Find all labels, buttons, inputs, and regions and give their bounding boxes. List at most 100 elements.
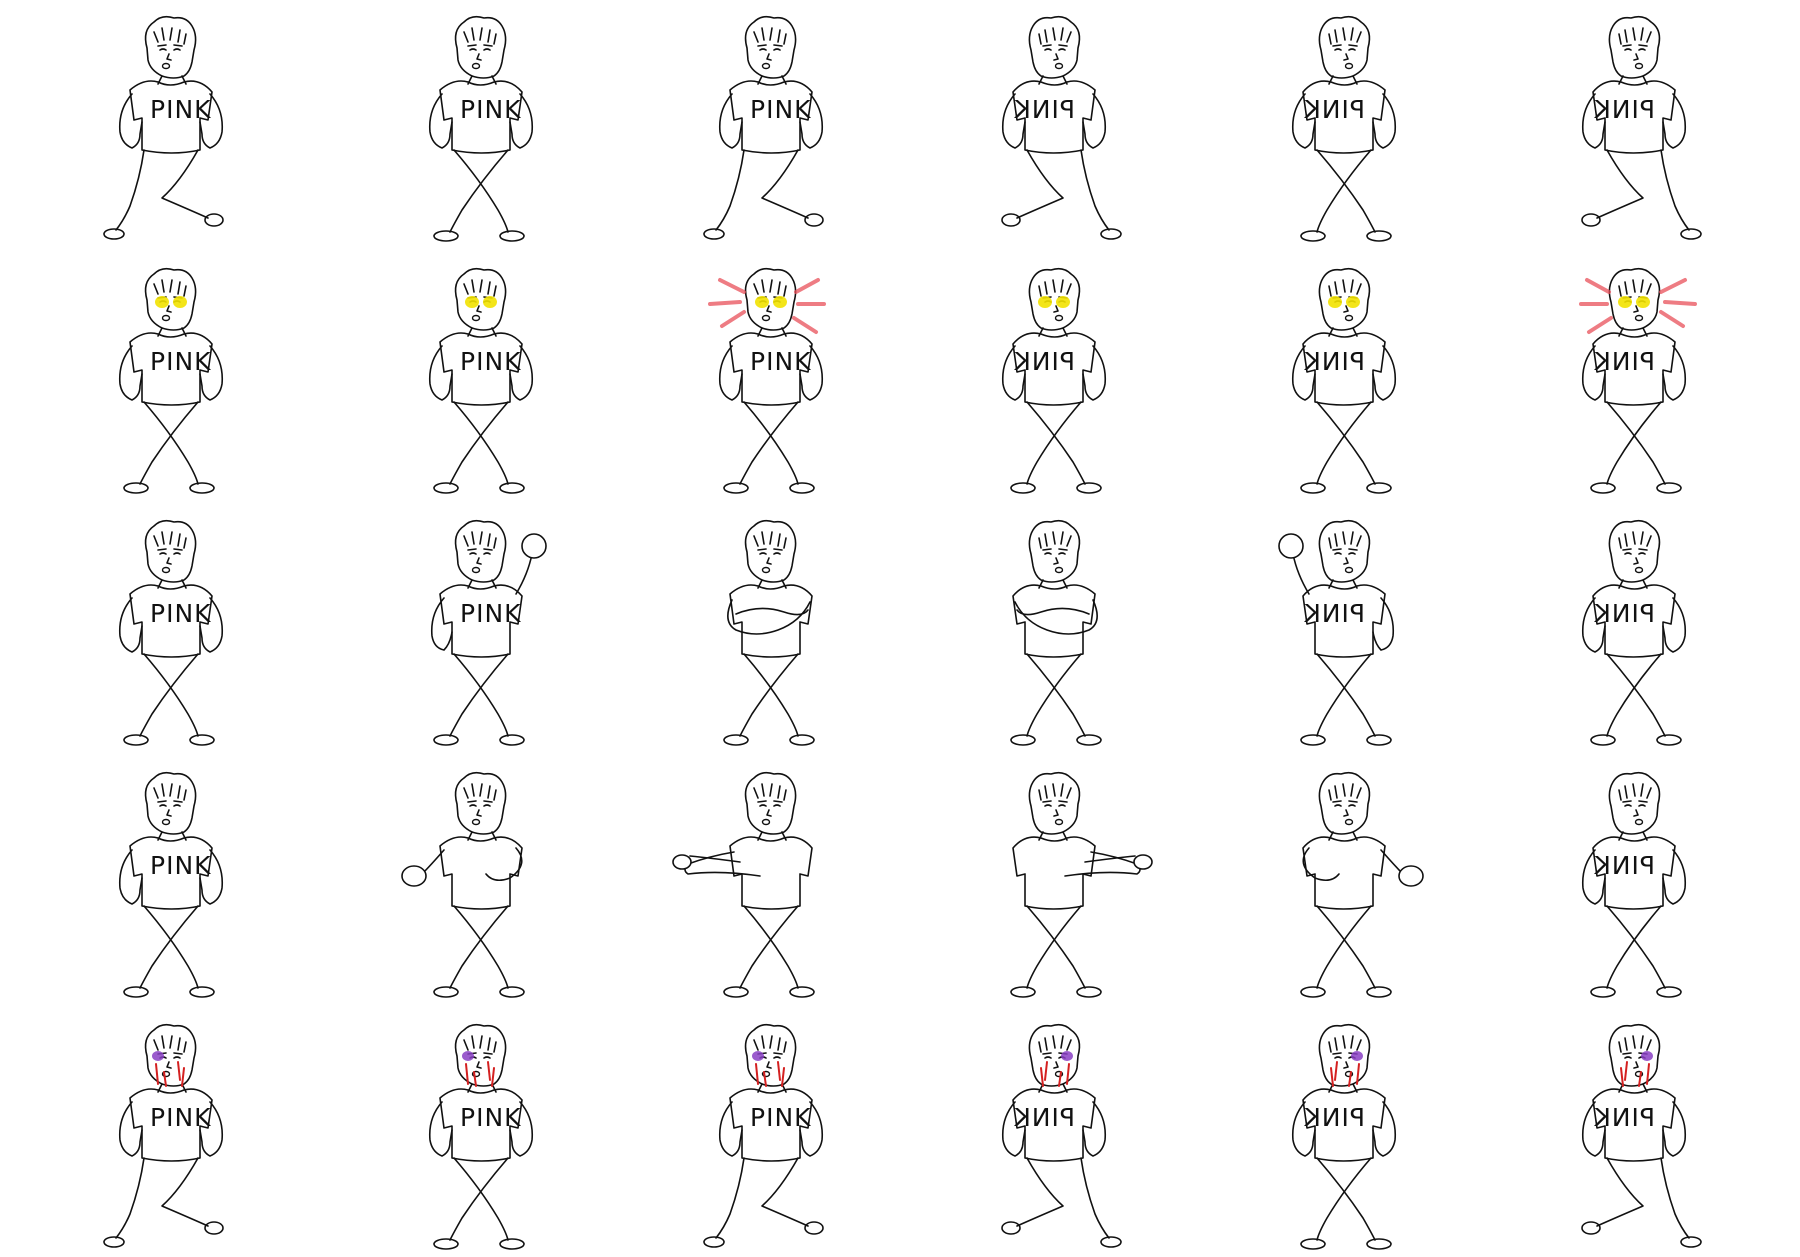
shirt-outline xyxy=(1012,332,1096,406)
nose xyxy=(766,557,772,565)
shirt-outline xyxy=(1302,80,1386,154)
cross-leg-b xyxy=(139,905,199,989)
right-foot xyxy=(1300,230,1326,242)
shirt-text: PINK xyxy=(1593,95,1655,124)
eyes xyxy=(159,804,181,807)
right-foot xyxy=(1300,986,1326,998)
right-arm xyxy=(509,93,534,149)
back-foot xyxy=(103,228,125,240)
right-arm xyxy=(199,597,224,653)
right-foot xyxy=(1300,482,1326,494)
character-sprite: PINK xyxy=(428,267,534,494)
eyebrows xyxy=(1622,548,1648,551)
glowing-eye-left xyxy=(1056,296,1070,308)
hair-strands xyxy=(1618,1035,1652,1053)
front-leg xyxy=(161,149,209,219)
nose xyxy=(1343,53,1349,61)
left-arm xyxy=(118,1101,143,1157)
shirt-outline xyxy=(729,1088,813,1162)
cross-leg-b xyxy=(139,653,199,737)
head-outline xyxy=(144,519,197,583)
back-fist xyxy=(401,865,427,887)
character-figure: PINK xyxy=(118,519,224,746)
character-figure xyxy=(1010,519,1102,746)
eyebrows xyxy=(1332,800,1358,803)
cross-leg-a xyxy=(143,905,199,989)
cross-leg-b xyxy=(1316,1157,1376,1241)
back-foot xyxy=(103,1236,125,1248)
character-sprite: PINK xyxy=(1581,1023,1702,1248)
mouth xyxy=(1344,566,1354,574)
eyebrows xyxy=(757,548,783,551)
character-sprite xyxy=(723,519,815,746)
hair-strands xyxy=(1038,27,1072,45)
cross-leg-b xyxy=(1606,905,1666,989)
right-arm xyxy=(799,93,824,149)
left-arm xyxy=(118,93,143,149)
right-arm xyxy=(509,345,534,401)
hurt-row-frame-4: PINK xyxy=(980,1018,1130,1253)
nose xyxy=(1053,809,1059,817)
flex-row-frame-5: PINK xyxy=(1270,514,1420,749)
front-foot xyxy=(204,213,224,227)
cross-leg-a xyxy=(743,653,799,737)
neck xyxy=(467,75,497,85)
hurt-row-frame-6: PINK xyxy=(1560,1018,1710,1253)
right-foot xyxy=(499,734,525,746)
neck xyxy=(157,831,187,841)
cross-leg-a xyxy=(1606,905,1662,989)
character-figure: PINK xyxy=(103,15,224,240)
character-sprite: PINK xyxy=(703,15,824,240)
front-foot xyxy=(204,1221,224,1235)
cross-leg-a xyxy=(743,905,799,989)
shirt-outline xyxy=(729,584,813,658)
nose xyxy=(1633,809,1639,817)
glow-eyes-row-frame-6: PINK xyxy=(1560,262,1710,497)
left-foot xyxy=(723,986,749,998)
hair-strands xyxy=(463,783,497,801)
nose xyxy=(1053,557,1059,565)
shirt-text: PINK xyxy=(150,1103,212,1132)
right-foot xyxy=(789,986,815,998)
mouth xyxy=(161,314,171,322)
front-foot xyxy=(1581,213,1601,227)
crossed-arms-lower xyxy=(1014,599,1098,635)
hair-strands xyxy=(463,27,497,45)
front-foot xyxy=(1581,1221,1601,1235)
right-arm xyxy=(509,1101,534,1157)
right-arm xyxy=(199,849,224,905)
eyebrows xyxy=(1042,800,1068,803)
character-figure: PINK xyxy=(1001,267,1107,494)
flash-ray-2 xyxy=(708,300,742,306)
hair-strands xyxy=(1618,531,1652,549)
glowing-eye-left xyxy=(465,296,479,308)
shirt-text: PINK xyxy=(460,1103,522,1132)
front-arm xyxy=(1302,847,1340,882)
punch-row-frame-2 xyxy=(401,766,555,1001)
eyebrows xyxy=(157,800,183,803)
character-sprite xyxy=(1010,771,1153,998)
character-figure: PINK xyxy=(1001,15,1122,240)
head-outline xyxy=(454,15,507,79)
left-foot xyxy=(1656,986,1682,998)
left-arm xyxy=(1372,93,1397,149)
shirt-outline xyxy=(1012,584,1096,658)
hair-strands xyxy=(1618,279,1652,297)
mouth xyxy=(761,1070,771,1078)
hair-strands xyxy=(1038,783,1072,801)
character-figure: PINK xyxy=(428,267,534,494)
back-foot xyxy=(1680,228,1702,240)
hurt-row-frame-3: PINK xyxy=(695,1018,845,1253)
back-leg xyxy=(1080,1157,1110,1239)
mouth xyxy=(1054,1070,1064,1078)
eyes xyxy=(469,804,491,807)
character-sprite: PINK xyxy=(1278,519,1395,746)
extended-fist xyxy=(672,854,692,870)
left-arm xyxy=(1372,1101,1397,1157)
right-foot xyxy=(499,230,525,242)
character-sprite: PINK xyxy=(1001,15,1122,240)
character-sprite: PINK xyxy=(428,1023,534,1250)
mouth xyxy=(1054,314,1064,322)
shirt-text: PINK xyxy=(750,347,812,376)
